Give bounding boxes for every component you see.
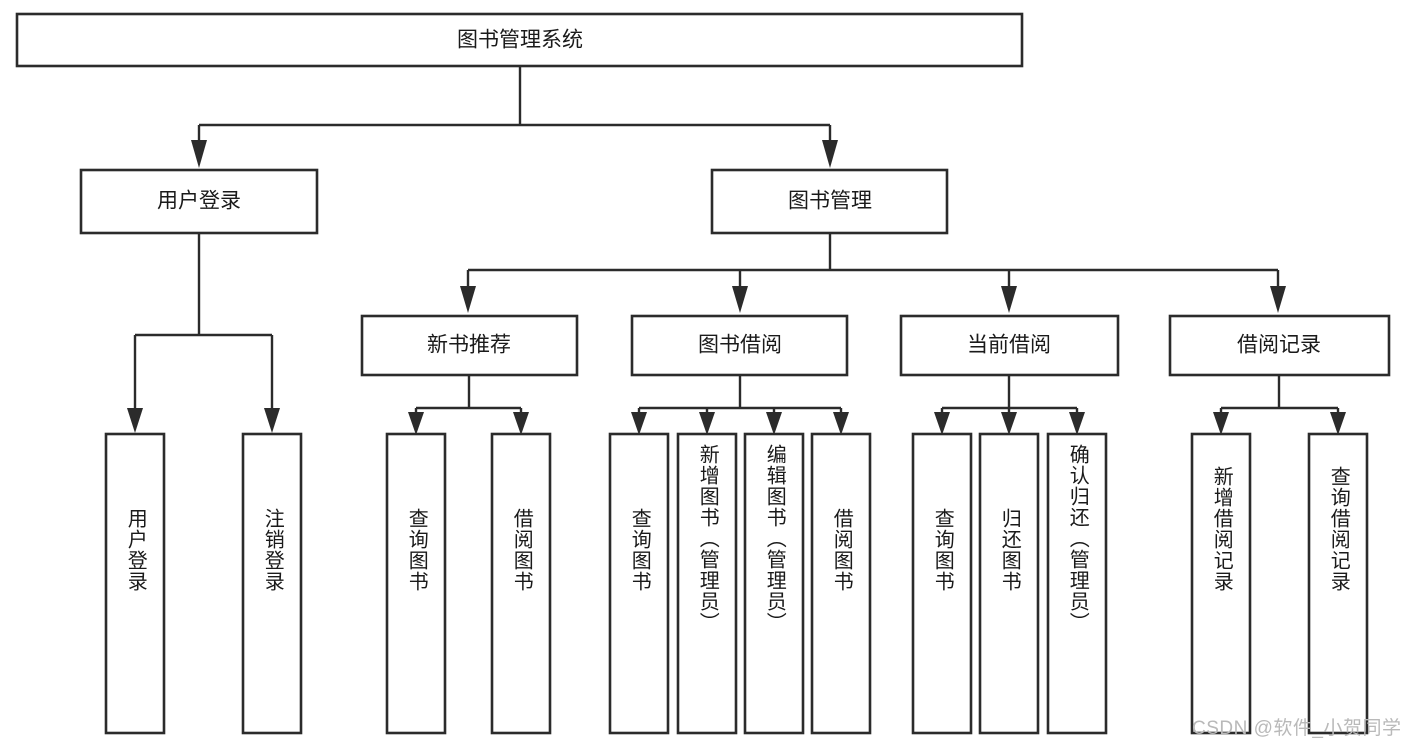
node-book-manage-label: 图书管理 [788,190,872,213]
node-new-book-recommend-label: 新书推荐 [427,334,511,357]
arrow-head-current-borrow [1001,286,1017,313]
leaf-box-borrow-book-1[interactable] [490,432,552,735]
arrow-head-leaf-logout [264,408,280,433]
arrow-head-leaf-query-book-3 [934,412,950,435]
leaf-box-confirm-return[interactable] [1046,432,1108,735]
leaf-box-query-book-3[interactable] [911,432,973,735]
arrow-head-leaf-query-book-2 [631,412,647,435]
leaf-box-query-book-2[interactable] [608,432,670,735]
leaf-box-borrow-book-2[interactable] [810,432,872,735]
leaf-box-edit-book[interactable] [743,432,805,735]
arrow-head-borrow-record [1270,286,1286,313]
node-book-borrow-box[interactable] [630,314,849,377]
arrow-head-leaf-borrow-book-1 [513,412,529,435]
leaf-box-add-record[interactable] [1190,432,1252,735]
arrow-head-leaf-edit-book [766,412,782,435]
arrow-head-leaf-query-book-1 [408,412,424,435]
node-book-borrow[interactable]: 图书借阅 [630,314,849,377]
leaf-box-query-record[interactable] [1307,432,1369,735]
arrow-head-leaf-user-login [127,408,143,433]
node-current-borrow[interactable]: 当前借阅 [899,314,1120,377]
node-borrow-record-box[interactable] [1168,314,1391,377]
node-borrow-record[interactable]: 借阅记录 [1168,314,1391,377]
connector-layer [127,66,1346,435]
node-new-book-recommend-box[interactable] [360,314,579,377]
arrow-head-leaf-add-record [1213,412,1229,435]
arrow-head-leaf-add-book [699,412,715,435]
arrow-head-leaf-query-record [1330,412,1346,435]
leaf-box-return-book[interactable] [978,432,1040,735]
node-book-manage[interactable]: 图书管理 [710,168,949,235]
node-user-login-box[interactable] [79,168,319,235]
node-root-label: 图书管理系统 [457,29,583,52]
arrow-head-user-login [191,140,207,168]
arrow-head-leaf-return-book [1001,412,1017,435]
node-book-borrow-label: 图书借阅 [698,334,782,357]
node-current-borrow-box[interactable] [899,314,1120,377]
node-new-book-recommend[interactable]: 新书推荐 [360,314,579,377]
node-root-box[interactable] [15,12,1024,68]
leaf-box-query-book-1[interactable] [385,432,447,735]
node-current-borrow-label: 当前借阅 [967,334,1051,357]
leaf-box-add-book[interactable] [676,432,738,735]
leaf-box-user-login[interactable] [104,432,166,735]
leaf-box-logout[interactable] [241,432,303,735]
arrow-head-book-manage [822,140,838,168]
node-layer: 图书管理系统 用户登录 图书管理 新书推荐 图书借阅 当前 [15,12,1391,735]
node-borrow-record-label: 借阅记录 [1237,334,1321,357]
node-root[interactable]: 图书管理系统 [15,12,1024,68]
node-user-login-label: 用户登录 [157,190,241,213]
arrow-head-book-borrow [732,286,748,313]
arrow-head-new-book-recommend [460,286,476,313]
watermark-text: CSDN @软件_小贺同学 [1192,718,1402,739]
node-user-login[interactable]: 用户登录 [79,168,319,235]
node-book-manage-box[interactable] [710,168,949,235]
arrow-head-leaf-confirm-return [1069,412,1085,435]
arrow-head-leaf-borrow-book-2 [833,412,849,435]
